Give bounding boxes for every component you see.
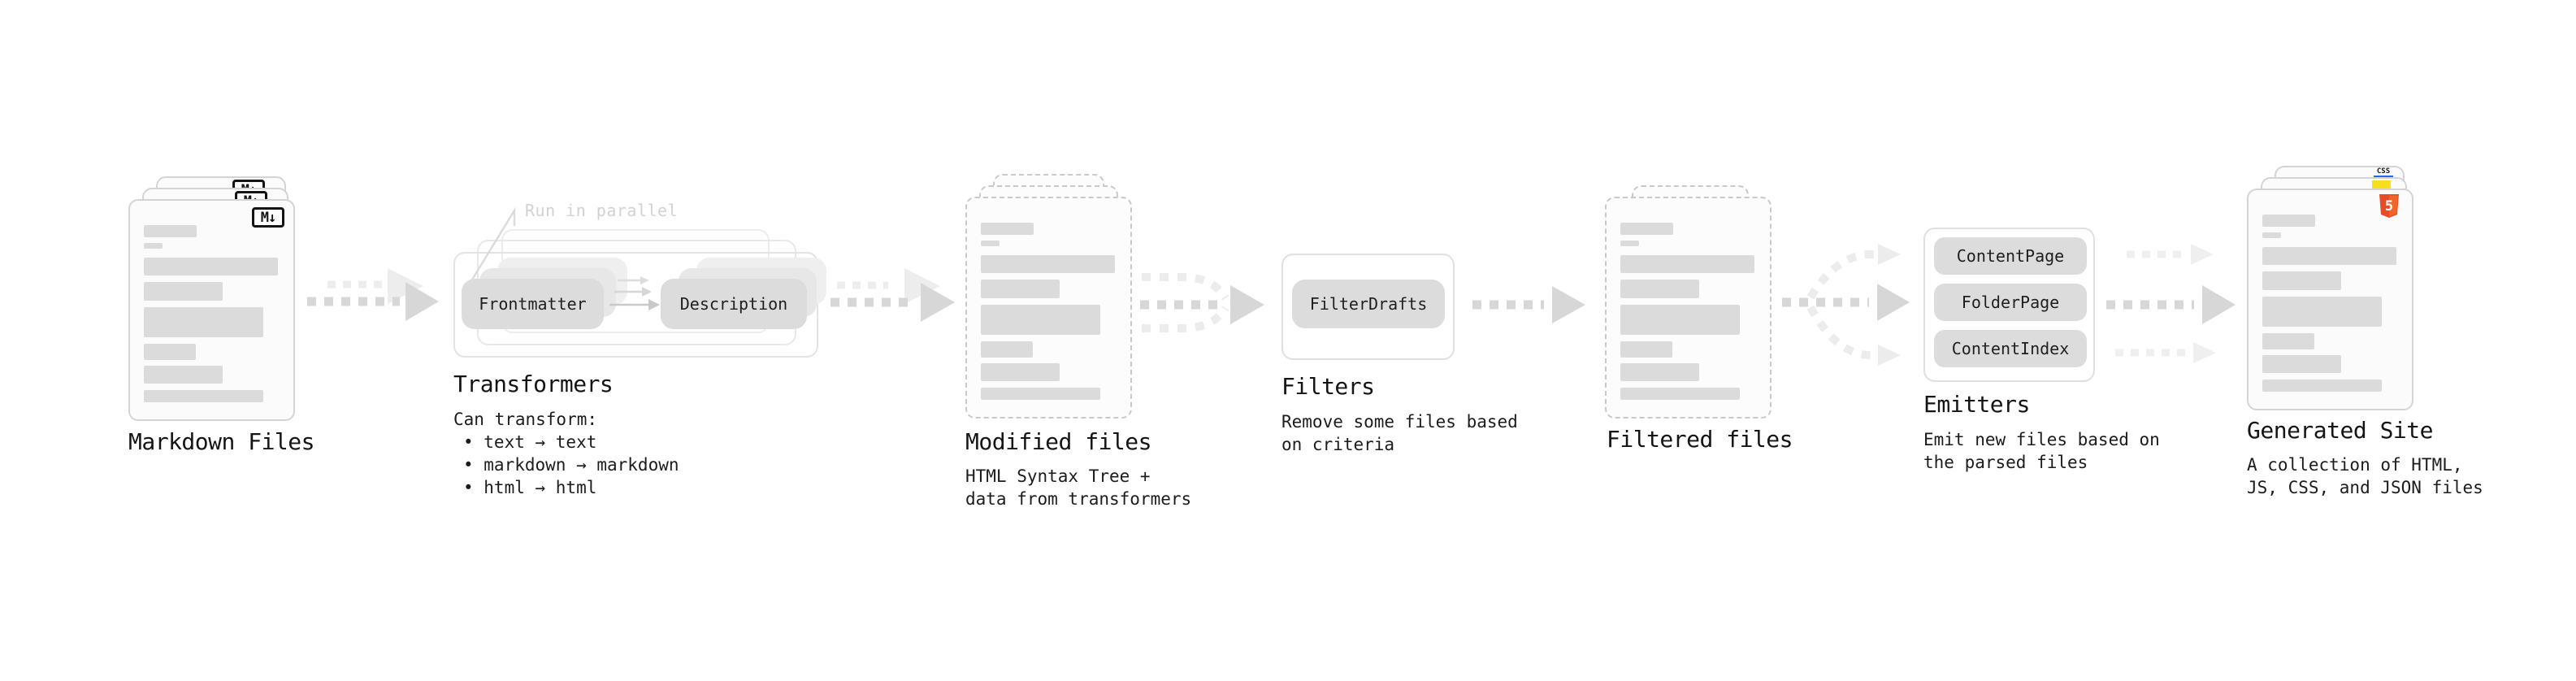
- document-card: HTML 5: [2247, 189, 2413, 410]
- transformers-caption-heading: Can transform:: [453, 410, 598, 429]
- transformers-bullet: • html → html: [463, 478, 597, 497]
- transformer-container-outline: [453, 252, 818, 358]
- skeleton-line: [981, 363, 1060, 381]
- pill-contentindex: ContentIndex: [1934, 330, 2087, 367]
- arrow-transformers-to-modified-dark: [830, 283, 955, 322]
- skeleton-line: [2262, 380, 2382, 392]
- svg-text:5: 5: [2385, 198, 2393, 215]
- pill-folderpage: FolderPage: [1934, 284, 2087, 321]
- document-card-dashed: [965, 197, 1132, 419]
- node-title-filters: Filters: [1281, 373, 1375, 400]
- modified-files-caption: data from transformers: [965, 489, 1192, 509]
- generated-site-caption: A collection of HTML,: [2247, 455, 2463, 475]
- skeleton-line: [144, 390, 263, 402]
- arrow-filters-to-filtered: [1472, 286, 1585, 323]
- skeleton-line: [981, 280, 1060, 298]
- arrow-modified-to-filters-merge: [1140, 273, 1264, 332]
- document-card: M↓: [128, 199, 295, 421]
- node-title-modified-files: Modified files: [965, 428, 1152, 455]
- skeleton-line: [144, 307, 263, 337]
- transformers-bullet: • text → text: [463, 432, 597, 452]
- skeleton-line: [1620, 305, 1740, 335]
- filters-caption: Remove some files based: [1281, 412, 1518, 432]
- node-title-generated-site: Generated Site: [2247, 417, 2434, 444]
- skeleton-line: [144, 258, 278, 275]
- skeleton-line: [2262, 297, 2382, 327]
- emitters-caption: Emit new files based on: [1923, 430, 2160, 449]
- skeleton-line: [1620, 388, 1740, 400]
- skeleton-line: [981, 241, 1000, 246]
- skeleton-line: [981, 223, 1034, 235]
- skeleton-line: [144, 282, 223, 301]
- node-title-markdown-files: Markdown Files: [128, 428, 315, 455]
- javascript-icon: [2372, 180, 2391, 189]
- filters-caption: on criteria: [1281, 435, 1395, 454]
- skeleton-line: [981, 305, 1100, 335]
- pill-frontmatter: Frontmatter: [462, 279, 604, 329]
- skeleton-line: [2262, 355, 2341, 373]
- skeleton-line: [144, 243, 163, 249]
- markdown-icon: M↓: [252, 207, 284, 228]
- modified-files-caption: HTML Syntax Tree +: [965, 466, 1151, 486]
- skeleton-line: [2262, 271, 2341, 290]
- skeleton-line: [981, 255, 1115, 273]
- skeleton-line: [1620, 280, 1699, 298]
- skeleton-line: [1620, 341, 1672, 358]
- skeleton-line: [2262, 232, 2281, 238]
- skeleton-line: [1620, 255, 1754, 273]
- skeleton-line: [1620, 241, 1639, 246]
- skeleton-line: [144, 366, 223, 384]
- arrow-frontmatter-to-description: [609, 276, 660, 310]
- skeleton-line: [981, 388, 1100, 400]
- skeleton-line: [2262, 333, 2314, 349]
- node-title-filtered-files: Filtered files: [1607, 426, 1793, 453]
- arrow-filtered-to-emitters-split: [1782, 244, 1910, 366]
- html5-icon: HTML 5: [2378, 194, 2400, 218]
- transformers-bullet: • markdown → markdown: [463, 455, 679, 475]
- arrow-emitters-to-generated: [2106, 244, 2236, 363]
- skeleton-line: [1620, 223, 1673, 235]
- html5-shield: 5: [2379, 194, 2399, 218]
- skeleton-line: [144, 225, 197, 237]
- emitters-caption: the parsed files: [1923, 453, 2088, 472]
- skeleton-line: [1620, 363, 1699, 381]
- skeleton-line: [144, 344, 196, 360]
- skeleton-line: [2262, 215, 2315, 227]
- pill-filterdrafts: FilterDrafts: [1292, 280, 1445, 328]
- skeleton-line: [2262, 247, 2396, 265]
- pill-contentpage: ContentPage: [1934, 237, 2087, 275]
- run-in-parallel-callout-line: [468, 206, 516, 284]
- pill-description: Description: [661, 279, 807, 329]
- node-title-transformers: Transformers: [453, 371, 614, 397]
- arrow-markdown-to-transformers-dark: [307, 282, 439, 321]
- node-title-emitters: Emitters: [1923, 391, 2030, 418]
- run-in-parallel-label: Run in parallel: [525, 201, 679, 220]
- generated-site-caption: JS, CSS, and JSON files: [2247, 478, 2483, 497]
- skeleton-line: [981, 341, 1033, 358]
- document-card-dashed: [1605, 197, 1772, 419]
